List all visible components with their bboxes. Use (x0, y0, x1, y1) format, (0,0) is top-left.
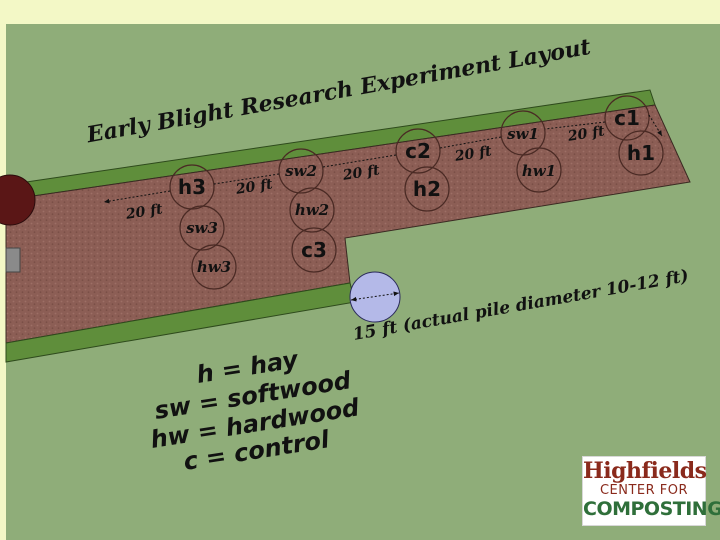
pile-label: h2 (413, 177, 441, 201)
spacing-label: 20 ft (453, 143, 493, 165)
pile-label: hw2 (295, 201, 329, 219)
end-pile (0, 174, 36, 226)
spacing-label: 20 ft (566, 123, 606, 145)
pile-label: hw3 (197, 258, 231, 276)
spacing-label: 20 ft (124, 201, 164, 223)
pile-h2: h2 (404, 166, 450, 212)
highfields-logo: Highfields CENTER FOR COMPOSTING (582, 456, 720, 526)
pile-label: c2 (405, 139, 431, 163)
pile-c3: c3 (291, 227, 337, 273)
pile-label: h1 (627, 141, 655, 165)
pile-hw1: hw1 (516, 147, 562, 193)
pile-c2: c2 (395, 128, 441, 174)
pile-hw3: hw3 (191, 244, 237, 290)
spacing-label: 20 ft (341, 162, 381, 184)
logo-line-2: CENTER FOR (599, 483, 689, 498)
pile-hw2: hw2 (289, 187, 335, 233)
pile-sw2: sw2 (278, 148, 324, 194)
aisle-marker (5, 247, 21, 273)
pile-c1: c1 (604, 95, 650, 141)
pile-label: c3 (301, 238, 327, 262)
logo-line-1: Highfields (583, 458, 707, 484)
pile-label: sw2 (285, 162, 317, 180)
pile-label: h3 (178, 175, 206, 199)
pile-label: sw3 (186, 219, 218, 237)
pile-label: sw1 (507, 125, 539, 143)
pile-label: c1 (614, 106, 640, 130)
pile-sw3: sw3 (179, 205, 225, 251)
spacing-lines (103, 114, 663, 204)
pile-h1: h1 (618, 130, 664, 176)
logo-line-3: COMPOSTING (583, 498, 720, 520)
spacing-label: 20 ft (234, 176, 274, 198)
sample-pile (349, 271, 401, 323)
pile-label: hw1 (522, 162, 556, 180)
